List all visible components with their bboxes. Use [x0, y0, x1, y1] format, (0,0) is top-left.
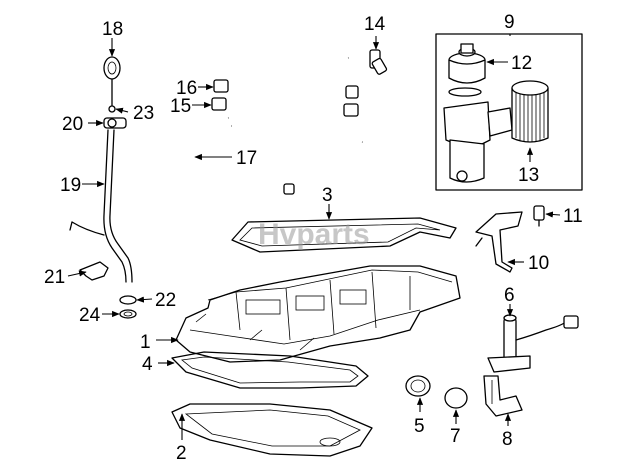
callout-3: 3	[322, 185, 333, 206]
callout-7: 7	[450, 426, 461, 447]
upper-oil-pan-gasket	[231, 217, 457, 253]
callout-2: 2	[176, 443, 187, 464]
callout-14: 14	[364, 14, 386, 35]
lower-oil-pan	[171, 403, 373, 457]
leader-lines	[67, 34, 561, 440]
callout-22: 22	[155, 290, 176, 311]
oil-filter-kit-box	[435, 33, 583, 191]
oil-pickup-tube	[483, 375, 523, 417]
callout-12: 12	[511, 53, 532, 74]
callout-10: 10	[528, 253, 549, 274]
callout-24: 24	[79, 305, 101, 326]
callout-20: 20	[62, 114, 83, 135]
dipstick-tube-seal	[119, 295, 137, 305]
callout-11: 11	[563, 206, 583, 227]
callout-23: 23	[133, 103, 154, 124]
callout-1: 1	[140, 332, 151, 353]
callout-5: 5	[414, 416, 425, 437]
callout-19: 19	[60, 175, 81, 196]
callout-9: 9	[504, 12, 515, 33]
oil-pressure-sensor	[369, 49, 388, 75]
callout-13: 13	[518, 165, 539, 186]
callout-18: 18	[102, 19, 123, 40]
dipstick-assembly	[69, 56, 133, 283]
upper-oil-pan	[175, 265, 461, 363]
dipstick-bracket	[79, 261, 109, 281]
callout-21: 21	[44, 267, 65, 288]
callout-labels: 1 2 3 4 5 6 7 8 9 10 11 12 13 14 15 16 1…	[44, 12, 583, 464]
callout-8: 8	[502, 429, 513, 450]
callout-16: 16	[176, 78, 197, 99]
oil-cooler-hoses	[189, 35, 363, 195]
oil-level-switch	[533, 205, 545, 227]
callout-17: 17	[236, 148, 257, 169]
sensor-bracket	[475, 211, 523, 273]
lower-oil-pan-gasket	[171, 351, 369, 389]
drain-plug	[405, 375, 431, 397]
oil-filter-element	[511, 80, 549, 143]
callout-15: 15	[170, 96, 191, 117]
dipstick-o-ring	[119, 309, 137, 319]
callout-6: 6	[504, 285, 515, 306]
drain-plug-seal	[444, 387, 468, 409]
watermark: Hvparts	[258, 218, 370, 251]
oil-level-sensor	[487, 314, 579, 373]
filter-housing	[443, 43, 513, 183]
callout-4: 4	[142, 354, 153, 375]
